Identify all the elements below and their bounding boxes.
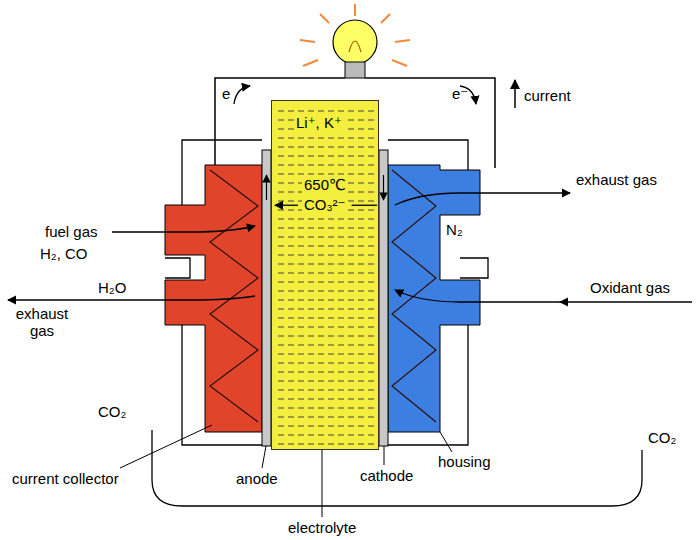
oxidant-flow-arrow <box>395 290 562 302</box>
current-direction-arrow <box>383 175 384 200</box>
current-arrow <box>514 80 516 108</box>
filament <box>349 41 361 52</box>
electrolyte-dashes <box>272 101 380 451</box>
gas-label: H₂O <box>98 280 126 297</box>
gas-label: exhaust gas <box>12 306 72 339</box>
light-bulb <box>333 20 377 64</box>
co2-recycle-line <box>152 430 642 506</box>
light-rays <box>300 4 410 66</box>
part-label: anode <box>236 471 278 488</box>
electron-arrow <box>234 86 250 104</box>
part-label: cathode <box>360 468 413 485</box>
gas-label: Oxidant gas <box>590 280 670 297</box>
housing-outline <box>165 140 262 445</box>
exhaust-flow-arrow <box>8 296 255 300</box>
gas-label: fuel gas <box>45 224 98 241</box>
oxidant-flow-arrow <box>560 301 692 302</box>
part-label: current collector <box>12 471 119 488</box>
gas-label: N₂ <box>446 222 463 239</box>
bulb-base <box>345 62 365 78</box>
part-label: housing <box>438 454 491 471</box>
housing-outline <box>388 140 488 445</box>
cathode-gas-chamber <box>388 165 480 432</box>
fuel-flow-arrow <box>112 226 255 232</box>
part-label: electrolyte <box>288 520 356 537</box>
anode-strip <box>262 150 271 446</box>
gas-label: exhaust gas <box>576 172 657 189</box>
temperature-label: 650℃ <box>302 177 348 194</box>
current-label: current <box>524 88 571 105</box>
current-direction-arrow <box>266 175 267 200</box>
anode-gas-chamber <box>165 165 262 432</box>
ion-label: CO₃²⁻ <box>302 197 348 214</box>
electrolyte-band: Li⁺, K⁺ 650℃ CO₃²⁻ <box>271 100 379 450</box>
gas-label: CO₂ <box>98 404 126 421</box>
electron-label: e⁻ <box>452 86 468 103</box>
gas-label: CO₂ <box>648 430 676 447</box>
ion-label: Li⁺, K⁺ <box>294 115 344 132</box>
electron-label: e <box>222 86 230 103</box>
cathode-strip <box>379 150 388 446</box>
gas-label: H₂, CO <box>40 246 88 263</box>
exhaust-flow-arrow <box>395 193 570 205</box>
